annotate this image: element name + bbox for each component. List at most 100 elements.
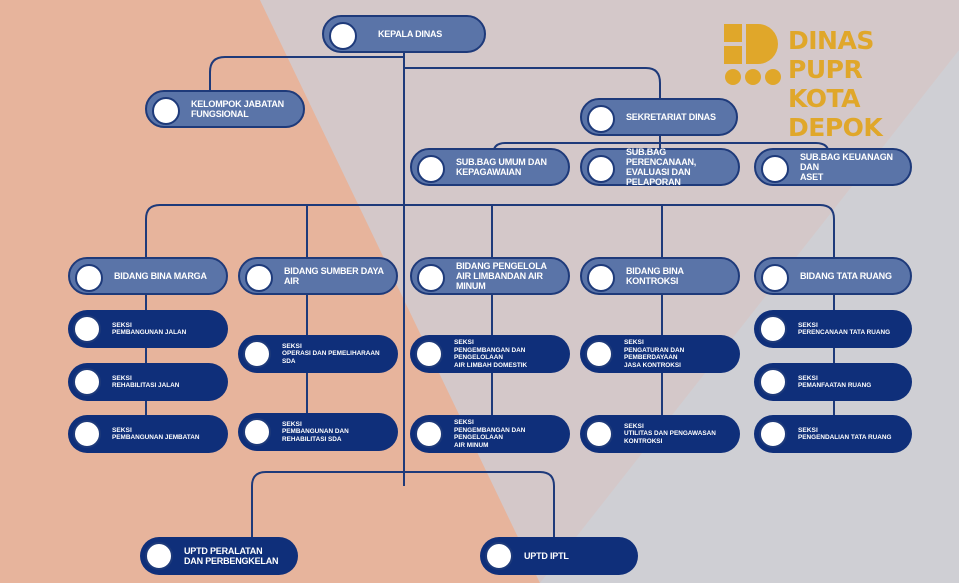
node-circle-icon <box>73 315 101 343</box>
node-label-line-1: KELOMPOK JABATAN <box>191 99 284 109</box>
seksi-label-2: PEMBANGUNAN DAN REHABILITASI SDA <box>282 428 349 443</box>
node-bidang-tata-ruang[interactable]: BIDANG TATA RUANG <box>754 257 912 295</box>
node-circle-icon <box>485 542 513 570</box>
node-circle-icon <box>152 97 180 125</box>
node-label: SEKRETARIAT DINAS <box>626 112 716 122</box>
node-sekretariat-dinas[interactable]: SEKRETARIAT DINAS <box>580 98 738 136</box>
node-label-line-2: EVALUASI DAN PELAPORAN <box>626 167 691 187</box>
seksi-label-3: AIR LIMBAH DOMESTIK <box>454 361 528 369</box>
node-label-line-1: SUB.BAG KEUANAGN DAN <box>800 152 893 172</box>
node-label-line-2: ASET <box>800 172 824 182</box>
node-circle-icon <box>145 542 173 570</box>
seksi-label-2: PEMBANGUNAN JEMBATAN <box>112 434 200 441</box>
node-subbag-perencanaan[interactable]: SUB.BAG PERENCANAAN,EVALUASI DAN PELAPOR… <box>580 147 740 187</box>
seksi-label-2: PERENCANAAN TATA RUANG <box>798 329 891 336</box>
node-circle-icon <box>417 155 445 183</box>
seksi-label-1: SEKSI <box>112 426 132 434</box>
node-label-line-2: FUNGSIONAL <box>191 109 249 119</box>
node-label: KEPALA DINAS <box>378 29 443 39</box>
node-circle-icon <box>585 340 613 368</box>
node-circle-icon <box>587 264 615 292</box>
seksi-label-3: JASA KONTROKSI <box>624 361 681 369</box>
bidang-right-corner <box>819 204 835 257</box>
node-circle-icon <box>73 368 101 396</box>
node-label-line-1: BIDANG SUMBER DAYA AIR <box>284 266 384 286</box>
node-bidang-sumber-daya-air[interactable]: BIDANG SUMBER DAYA AIR <box>238 257 398 295</box>
node-circle-icon <box>245 264 273 292</box>
bidang-left-corner <box>145 204 161 257</box>
node-label-line-2: DAN PERBENGKELAN <box>184 556 279 566</box>
seksi-label-1: SEKSI <box>624 339 644 346</box>
node-label-line-1: BIDANG BINA KONTROKSI <box>626 266 684 286</box>
seksi-label-2: UTILITAS DAN PENGAWASAN <box>624 430 716 438</box>
node-circle-icon <box>761 155 789 183</box>
node-label-line-1: BIDANG TATA RUANG <box>800 271 892 281</box>
seksi-label-2: PEMBANGUNAN JALAN <box>112 329 187 336</box>
node-label-line-1: UPTD PERALATAN <box>184 546 263 556</box>
node-circle-icon <box>73 420 101 448</box>
node-circle-icon <box>587 105 615 133</box>
seksi-label-3: KONTROKSI <box>624 437 663 445</box>
seksi-label-1: SEKSI <box>798 321 818 329</box>
seksi-label-1: SEKSI <box>624 422 644 430</box>
seksi-label-1: SEKSI <box>454 339 474 346</box>
node-circle-icon <box>329 22 357 50</box>
seksi-label-2: PENGEMBANGAN DAN PENGELOLAAN <box>454 426 526 442</box>
node-circle-icon <box>415 420 443 448</box>
node-kepala-dinas[interactable]: KEPALA DINAS <box>322 15 486 53</box>
node-label-line-1: SUB.BAG PERENCANAAN, <box>626 147 697 167</box>
node-label: UPTD IPTL <box>524 551 569 561</box>
node-bidang-bina-marga[interactable]: BIDANG BINA MARGA <box>68 257 228 295</box>
seksi-label-2: PENGEMBANGAN DAN PENGELOLAAN <box>454 346 526 362</box>
node-circle-icon <box>759 420 787 448</box>
seksi-label-1: SEKSI <box>282 342 302 350</box>
node-bidang-bina-kontroksi[interactable]: BIDANG BINA KONTROKSI <box>580 257 740 295</box>
logo-line-2: KOTA DEPOK <box>788 84 883 142</box>
functional-branch <box>209 56 404 90</box>
uptd-bar <box>251 471 555 537</box>
seksi-label-2: PENGENDALIAN TATA RUANG <box>798 434 892 441</box>
seksi-label-1: SEKSI <box>282 420 302 428</box>
seksi-label-1: SEKSI <box>112 321 132 329</box>
node-circle-icon <box>75 264 103 292</box>
node-circle-icon <box>243 418 271 446</box>
pupr-logo-mark <box>724 24 781 85</box>
node-circle-icon <box>417 264 445 292</box>
node-label-line-1: SUB.BAG UMUM DAN <box>456 157 547 167</box>
node-label-line-2: AIR LIMBANDAN AIR MINUM <box>456 271 543 291</box>
secretariat-branch <box>404 67 661 98</box>
logo-line-1: DINAS PUPR <box>788 26 874 84</box>
seksi-label-2: REHABILITASI JALAN <box>112 382 180 389</box>
node-circle-icon <box>759 368 787 396</box>
seksi-label-2: PEMANFAATAN RUANG <box>798 382 872 389</box>
seksi-label-1: SEKSI <box>798 426 818 434</box>
dinas-pupr-logo: DINAS PUPR KOTA DEPOK <box>724 22 950 142</box>
node-circle-icon <box>415 340 443 368</box>
seksi-label-1: SEKSI <box>798 374 818 382</box>
seksi-label-3: AIR MINUM <box>454 441 489 449</box>
node-circle-icon <box>759 315 787 343</box>
node-circle-icon <box>761 264 789 292</box>
node-uptd-iptl[interactable]: UPTD IPTL <box>480 537 638 575</box>
node-circle-icon <box>587 155 615 183</box>
node-circle-icon <box>243 340 271 368</box>
seksi-label-1: SEKSI <box>112 374 132 382</box>
seksi-label-2: PENGATURAN DAN PEMBERDAYAAN <box>624 346 685 362</box>
